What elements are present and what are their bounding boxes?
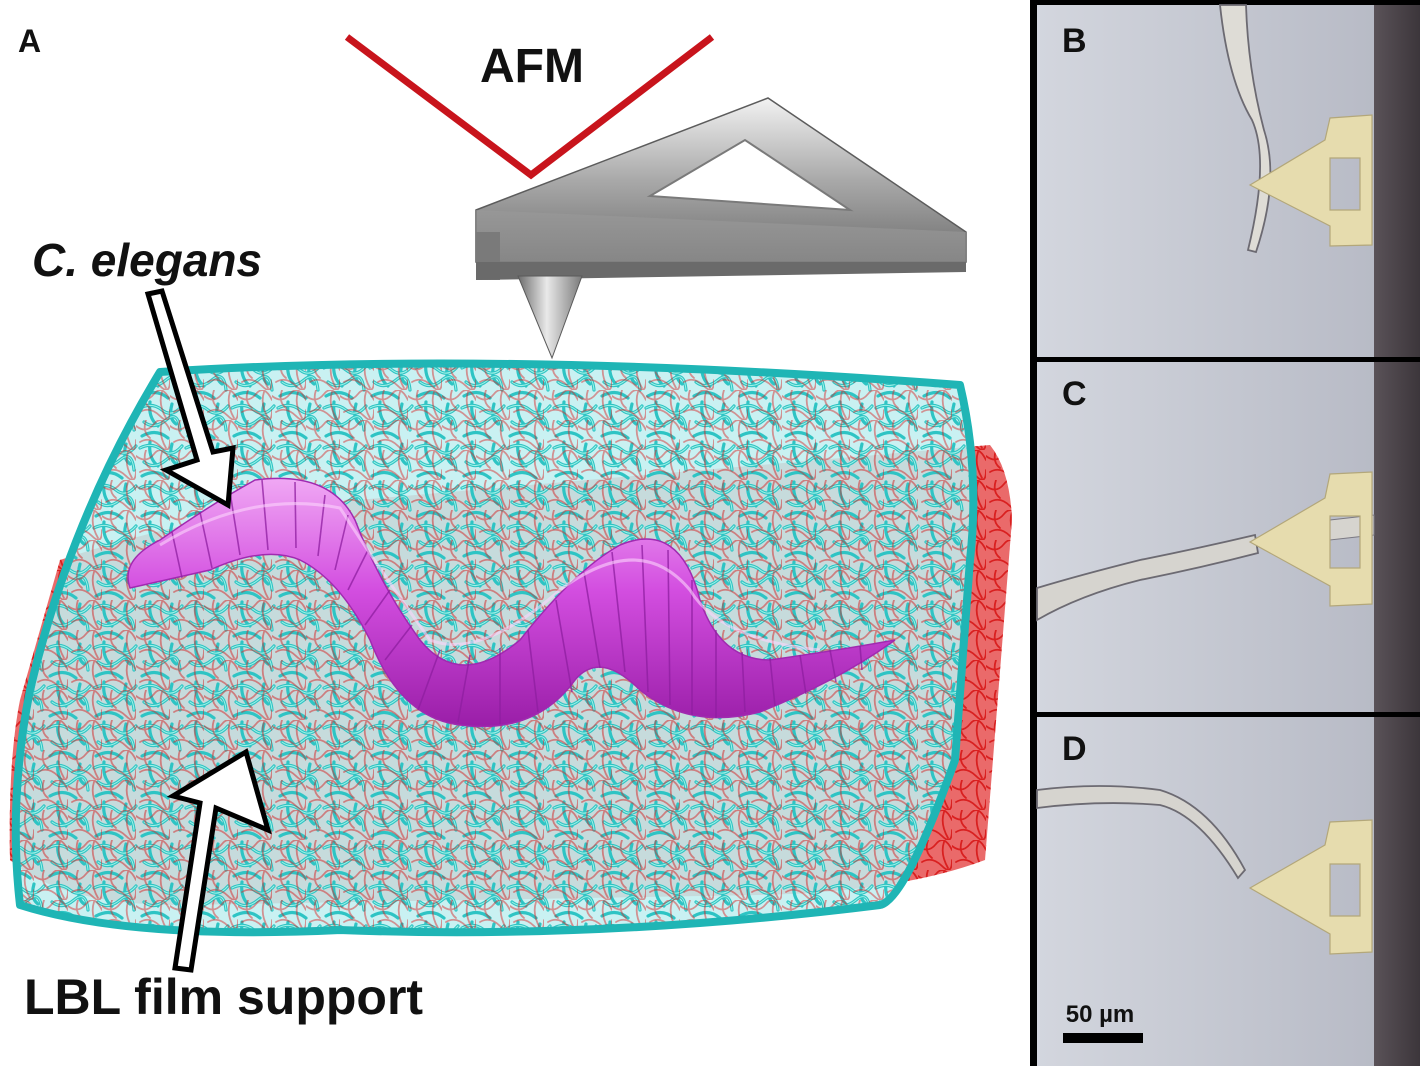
panel-c-letter: C bbox=[1062, 375, 1087, 413]
afm-label: AFM bbox=[480, 40, 584, 93]
film-label: LBL film support bbox=[24, 969, 423, 1025]
afm-laser-beam bbox=[344, 34, 715, 180]
panel-d-letter: D bbox=[1062, 730, 1087, 768]
worm-icon bbox=[127, 477, 896, 728]
panel-b-letter: B bbox=[1062, 22, 1087, 60]
micrograph-column: B C D 50 µm bbox=[1030, 0, 1420, 1066]
afm-tip-icon bbox=[517, 275, 583, 360]
panel-b: B bbox=[1037, 4, 1420, 357]
afm-cantilever-icon bbox=[475, 97, 967, 360]
panel-d: D 50 µm bbox=[1036, 717, 1420, 1066]
panel-a: A AFM C. elegans LBL film support bbox=[9, 23, 1012, 1025]
worm-pointer-arrow bbox=[144, 288, 236, 510]
panel-a-letter: A bbox=[18, 23, 41, 59]
micrograph-cantilever-d bbox=[1248, 819, 1373, 955]
scale-bar bbox=[1063, 1033, 1143, 1043]
film-pointer-arrow bbox=[166, 748, 272, 973]
micrograph-cantilever-c bbox=[1248, 471, 1373, 607]
micrograph-cantilever-b bbox=[1248, 114, 1373, 247]
scale-bar-label: 50 µm bbox=[1066, 1001, 1135, 1028]
worm-label: C. elegans bbox=[32, 234, 262, 286]
panel-c: C bbox=[1036, 362, 1420, 712]
